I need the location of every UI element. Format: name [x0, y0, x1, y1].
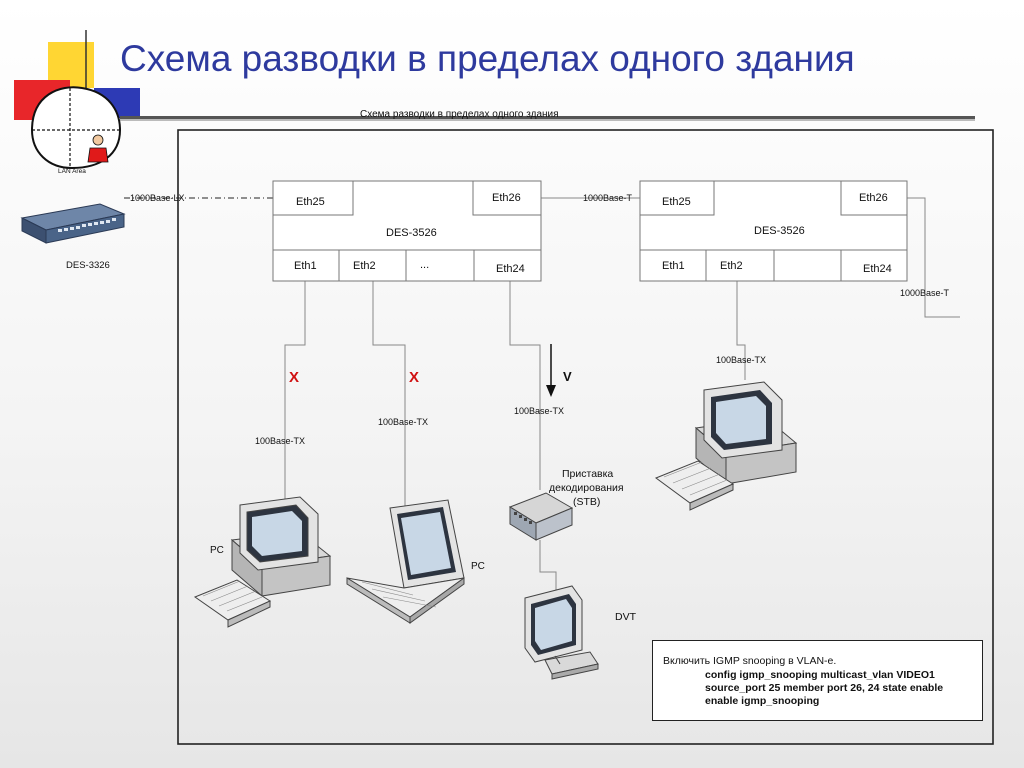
switch-a [272, 180, 542, 282]
switch-a-eth25: Eth25 [296, 196, 325, 208]
interswitch-link-label: 1000Base-T [583, 193, 633, 203]
switch-a-eth26: Eth26 [492, 192, 521, 204]
switch-b-model: DES-3526 [754, 225, 805, 237]
des-3326-switch-icon [20, 203, 126, 244]
switch-a-model: DES-3526 [386, 227, 437, 239]
desktop-pc-icon-right [654, 381, 798, 511]
connection-lines [124, 197, 960, 598]
dvt-monitor-icon [524, 585, 599, 680]
switch-b-eth26: Eth26 [859, 192, 888, 204]
laptop-icon [346, 499, 465, 624]
config-command-2: source_port 25 member port 26, 24 state … [705, 682, 944, 694]
switch-b-out-link-label: 1000Base-T [900, 288, 950, 298]
switch-b-eth25: Eth25 [662, 196, 691, 208]
pc3-link-label: 100Base-TX [716, 355, 766, 365]
blocked-marker-laptop: X [409, 369, 419, 386]
slide-title: Схема разводки в пределах одного здания [120, 38, 855, 79]
switch-a-dots: ... [420, 259, 429, 271]
uplink-label: 1000Base-LX [130, 193, 185, 203]
pc1-label: PC [210, 545, 224, 556]
dvt-label: DVT [615, 611, 637, 623]
pc1-link-label: 100Base-TX [255, 436, 305, 446]
lan-area-label: LAN Area [58, 168, 86, 175]
stb-label-line1: Приставка [562, 468, 613, 480]
allowed-marker: V [563, 369, 572, 384]
igmp-config-box: Включить IGMP snooping в VLAN-е. config … [652, 640, 983, 721]
config-intro: Включить IGMP snooping в VLAN-е. [663, 655, 837, 667]
switch-b-eth2: Eth2 [720, 260, 743, 272]
stb-link-label: 100Base-TX [514, 406, 564, 416]
config-command-3: enable igmp_snooping [705, 695, 820, 707]
desktop-pc-icon [193, 496, 332, 628]
diagram-subtitle: Схема разводки в пределах одного здания [360, 109, 559, 120]
lan-area-icon [30, 86, 122, 170]
switch-b-eth1: Eth1 [662, 260, 685, 272]
des-3326-label: DES-3326 [66, 260, 110, 271]
diagram-frame [177, 129, 994, 745]
down-arrow-icon [546, 344, 556, 397]
switch-b [639, 180, 908, 282]
switch-a-eth24: Eth24 [496, 263, 525, 275]
laptop-label: PC [471, 561, 485, 572]
stb-label-line3: (STB) [573, 496, 600, 508]
set-top-box-icon [508, 492, 574, 541]
switch-a-eth2: Eth2 [353, 260, 376, 272]
switch-a-eth1: Eth1 [294, 260, 317, 272]
config-command-1: config igmp_snooping multicast_vlan VIDE… [705, 669, 935, 681]
switch-b-eth24: Eth24 [863, 263, 892, 275]
laptop-link-label: 100Base-TX [378, 417, 428, 427]
stb-label-line2: декодирования [549, 482, 624, 494]
blocked-marker-pc1: X [289, 369, 299, 386]
